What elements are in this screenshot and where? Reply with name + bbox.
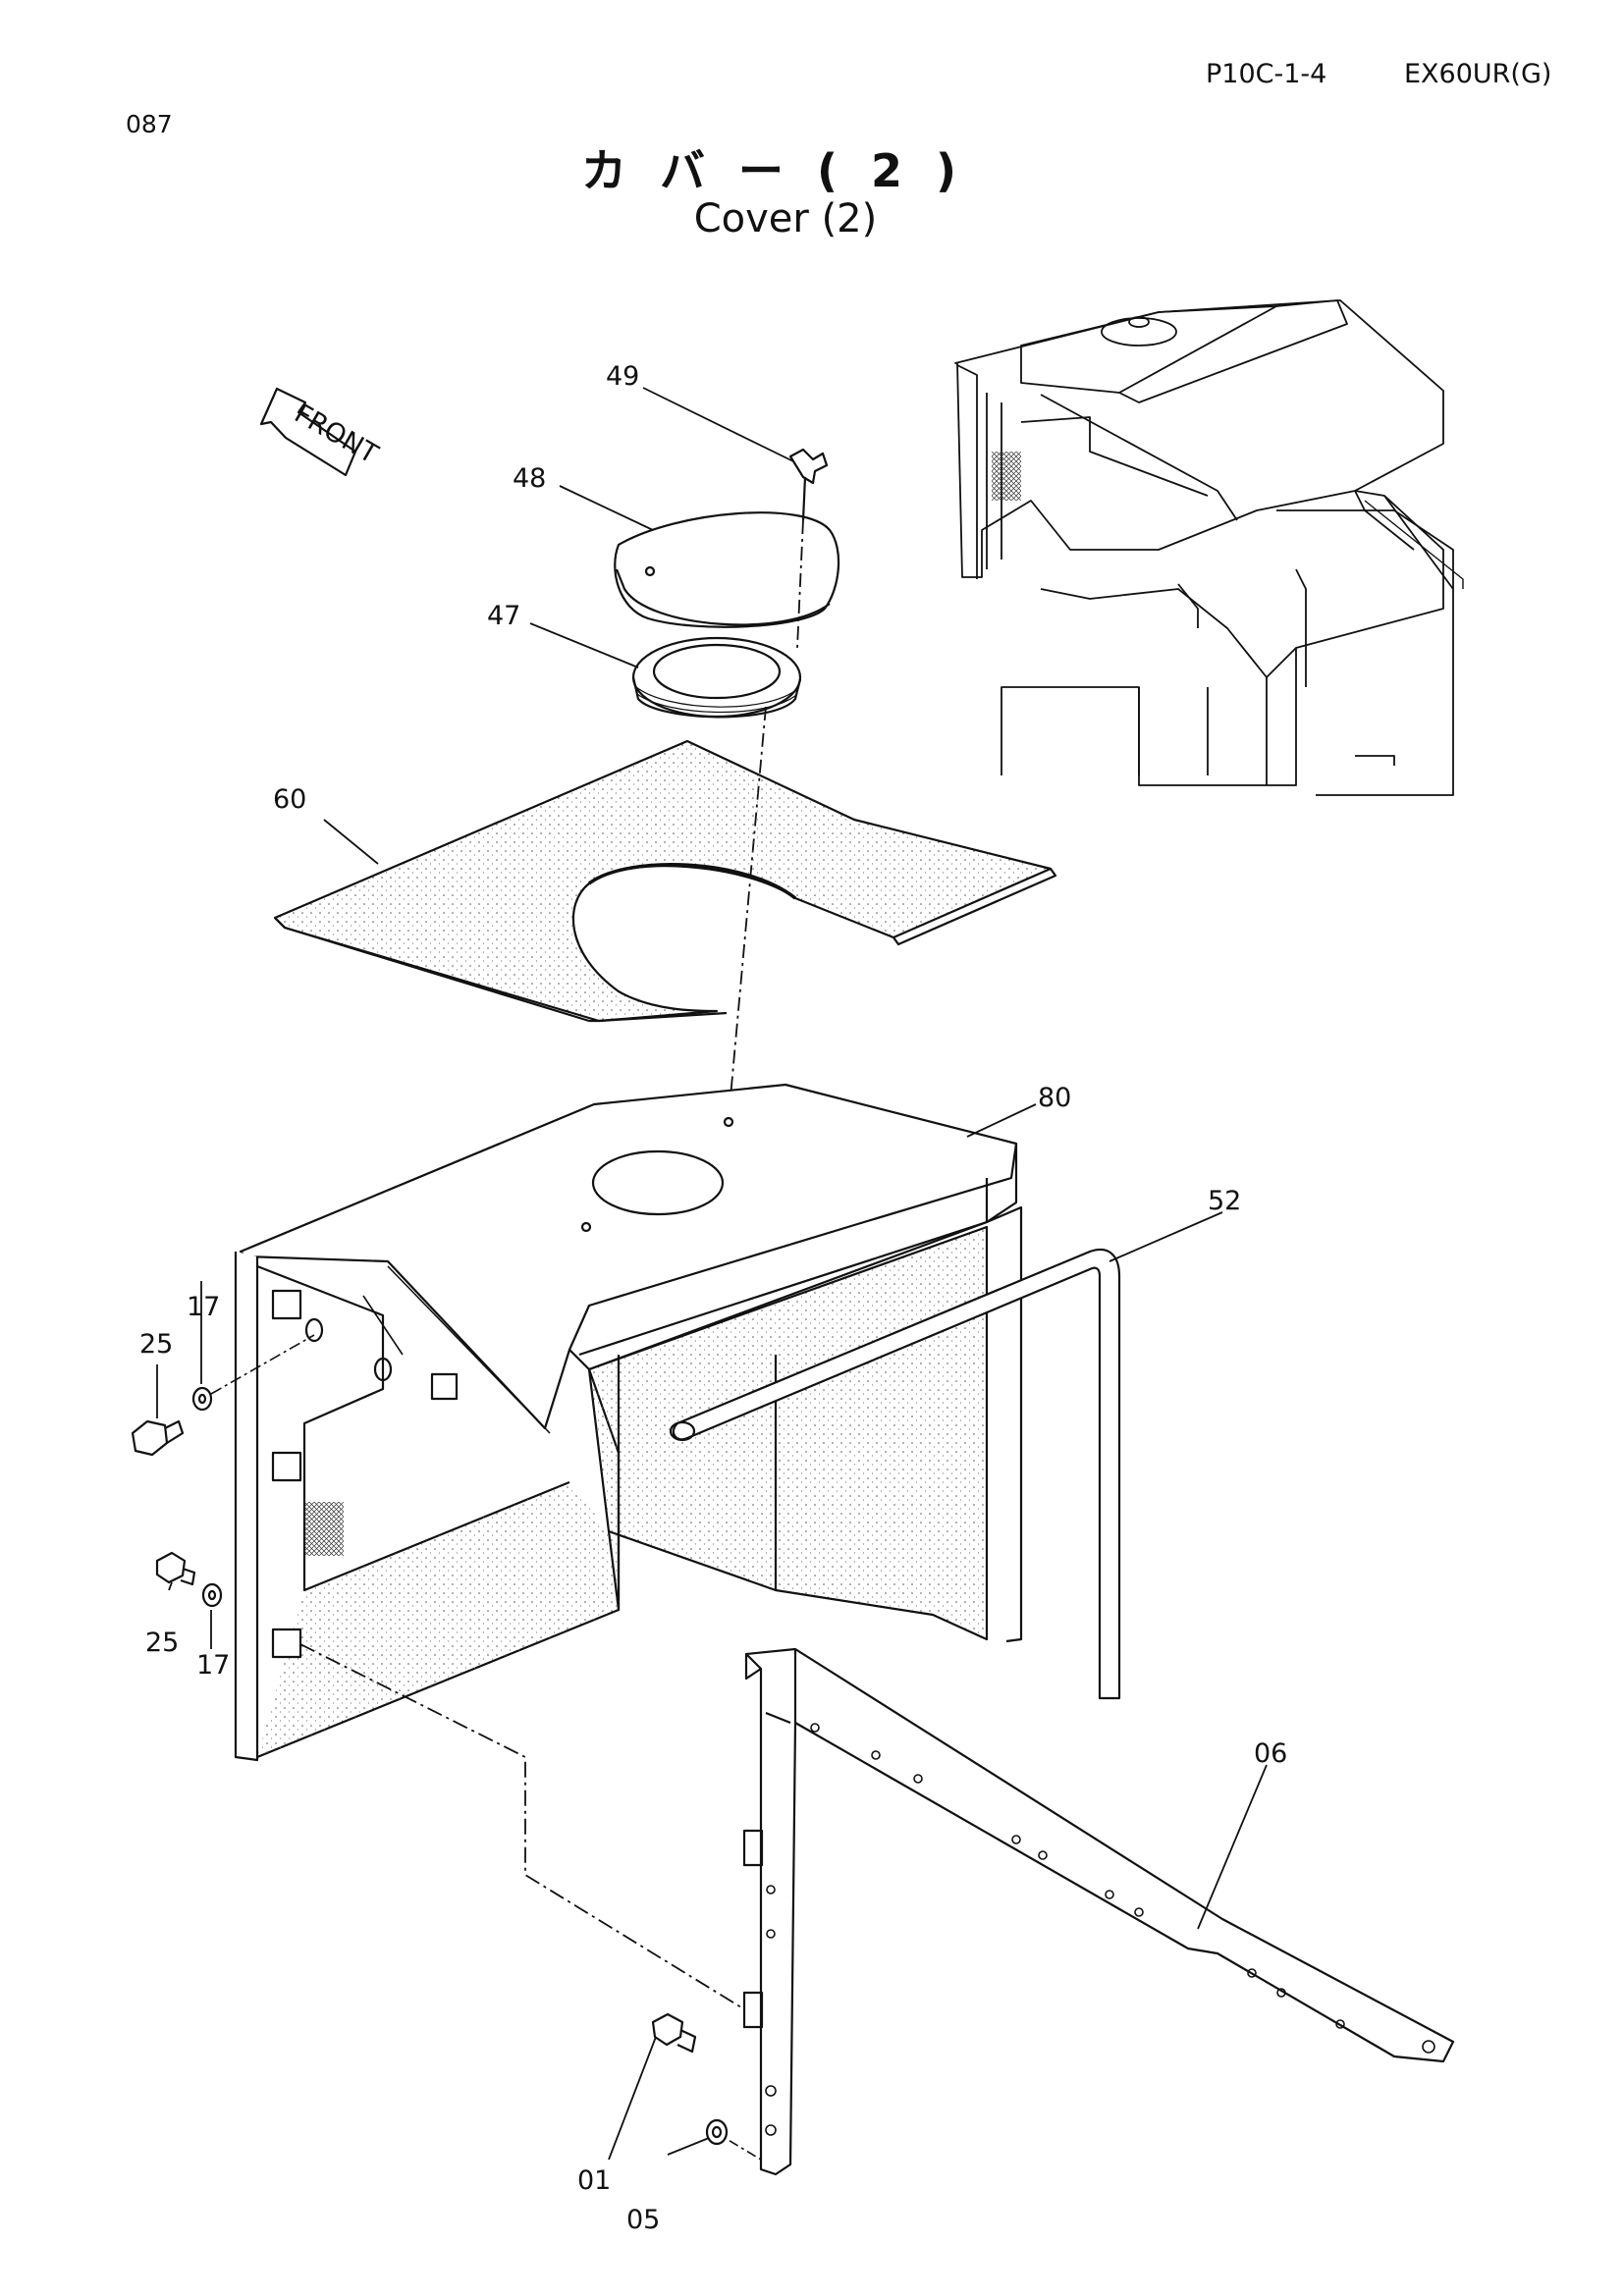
part-48-cap [614,511,840,628]
front-arrow-icon: FRONT [259,387,383,477]
part-52-seal [669,1249,1121,1700]
callout-06: 06 [1254,1738,1287,1769]
frame-holes [765,1723,1435,2136]
callout-47: 47 [487,601,520,631]
machine-overview [954,299,1464,796]
model-code: EX60UR(G) [1404,59,1552,89]
part-06-frame [742,1647,1455,2176]
callout-17-lower: 17 [196,1650,230,1681]
part-01-bolt [651,2012,697,2054]
callout-48: 48 [513,463,546,494]
part-25-bolt-lower [155,1551,196,1586]
part-25-bolt-upper [131,1419,185,1457]
callout-49: 49 [606,361,639,392]
callout-52: 52 [1208,1186,1241,1216]
callout-01: 01 [577,2165,611,2196]
alignment-line-top [728,519,804,1120]
part-49-wing-bolt [788,448,829,521]
alignment-line-bottom [299,1643,742,2008]
callout-25-lower: 25 [145,1628,179,1658]
page-code: P10C-1-4 [1206,59,1327,89]
callout-80: 80 [1038,1083,1071,1113]
callout-25-upper: 25 [139,1329,173,1360]
part-60-mat [273,739,1057,1023]
callout-17-upper: 17 [187,1292,220,1322]
part-17-washer-upper [191,1386,213,1412]
page-number: 087 [126,110,173,138]
alignment-line-bolt [210,1334,315,1395]
leader-lines [156,387,1268,2161]
title-english: Cover (2) [693,196,878,241]
part-05-washer [705,2118,729,2146]
callout-labels: 49 48 47 60 80 52 17 25 25 17 06 01 05 [139,361,1287,2235]
callout-05: 05 [626,2205,660,2235]
part-47-ring [631,636,802,719]
part-80-cover [234,1083,1023,1762]
title-japanese: カバー(2) [580,144,991,197]
part-17-washer-lower [201,1582,223,1608]
callout-60: 60 [273,784,306,815]
